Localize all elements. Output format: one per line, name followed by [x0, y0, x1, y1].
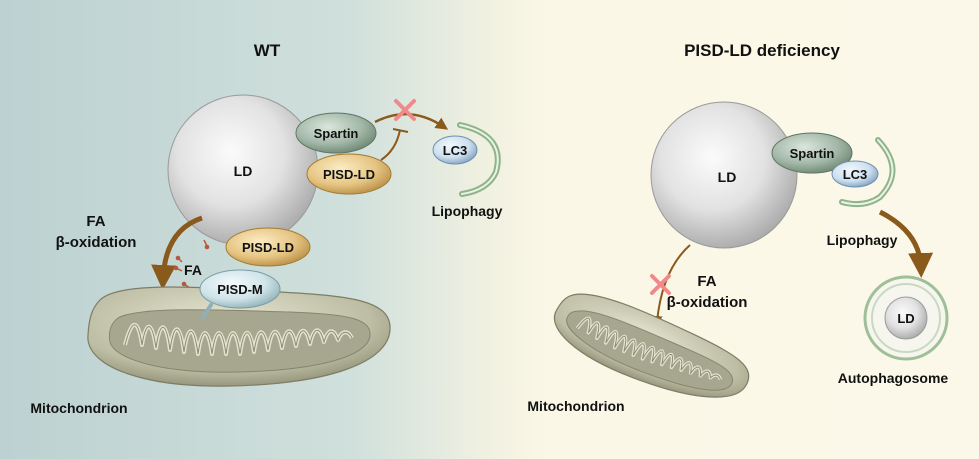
wt-fa-label: FA [86, 213, 105, 230]
deficiency-autophagosome: LD [863, 275, 949, 361]
deficiency-block-x-icon [650, 274, 671, 295]
wt-spartin: Spartin [295, 112, 377, 154]
deficiency-lc3-label: LC3 [843, 167, 868, 182]
wt-block-x-icon [394, 99, 416, 121]
deficiency-ld-label: LD [718, 169, 737, 185]
wt-pisd-m-label: PISD-M [217, 282, 263, 297]
deficiency-lipid-droplet: LD [650, 101, 798, 249]
wt-lc3: LC3 [432, 135, 478, 165]
deficiency-beta-oxidation-label: β-oxidation [667, 294, 748, 311]
wt-ld-label: LD [234, 163, 253, 179]
deficiency-lipophagy-label: Lipophagy [827, 232, 898, 248]
wt-lipophagy-label: Lipophagy [432, 203, 503, 219]
deficiency-mitochondrion-label: Mitochondrion [527, 398, 624, 414]
wt-pisd-m: PISD-M [199, 269, 281, 319]
wt-lc3-label: LC3 [443, 143, 468, 158]
wt-inhibition-line [380, 129, 401, 161]
deficiency-ld-inner-label: LD [897, 311, 914, 326]
deficiency-panel: PISD-LD deficiency LD Spartin LC3 Lipoph… [527, 41, 949, 414]
wt-pisd-ld-bottom-label: PISD-LD [242, 240, 294, 255]
deficiency-autophagosome-label: Autophagosome [838, 370, 949, 386]
deficiency-mitochondrion [553, 293, 750, 398]
wt-mitochondrion [87, 286, 391, 387]
wt-pisd-ld-bottom: PISD-LD [225, 227, 311, 267]
wt-mitochondrion-label: Mitochondrion [30, 400, 127, 416]
wt-fa-small-label: FA [184, 262, 202, 278]
deficiency-lipophagy-arrow [878, 209, 934, 278]
wt-title: WT [254, 41, 281, 60]
wt-inhibition-bar [392, 128, 409, 133]
wt-beta-oxidation-label: β-oxidation [56, 234, 137, 251]
deficiency-spartin: Spartin [771, 132, 853, 174]
wt-pisd-ld-top: PISD-LD [306, 153, 392, 195]
deficiency-title: PISD-LD deficiency [684, 41, 840, 60]
wt-panel: WT LD Spartin PISD-LD LC3 [30, 41, 502, 416]
wt-fa-arrow [151, 215, 203, 290]
deficiency-fa-label: FA [697, 273, 716, 290]
deficiency-spartin-label: Spartin [790, 146, 835, 161]
deficiency-lc3: LC3 [831, 160, 879, 188]
wt-spartin-label: Spartin [314, 126, 359, 141]
wt-pisd-ld-top-label: PISD-LD [323, 167, 375, 182]
